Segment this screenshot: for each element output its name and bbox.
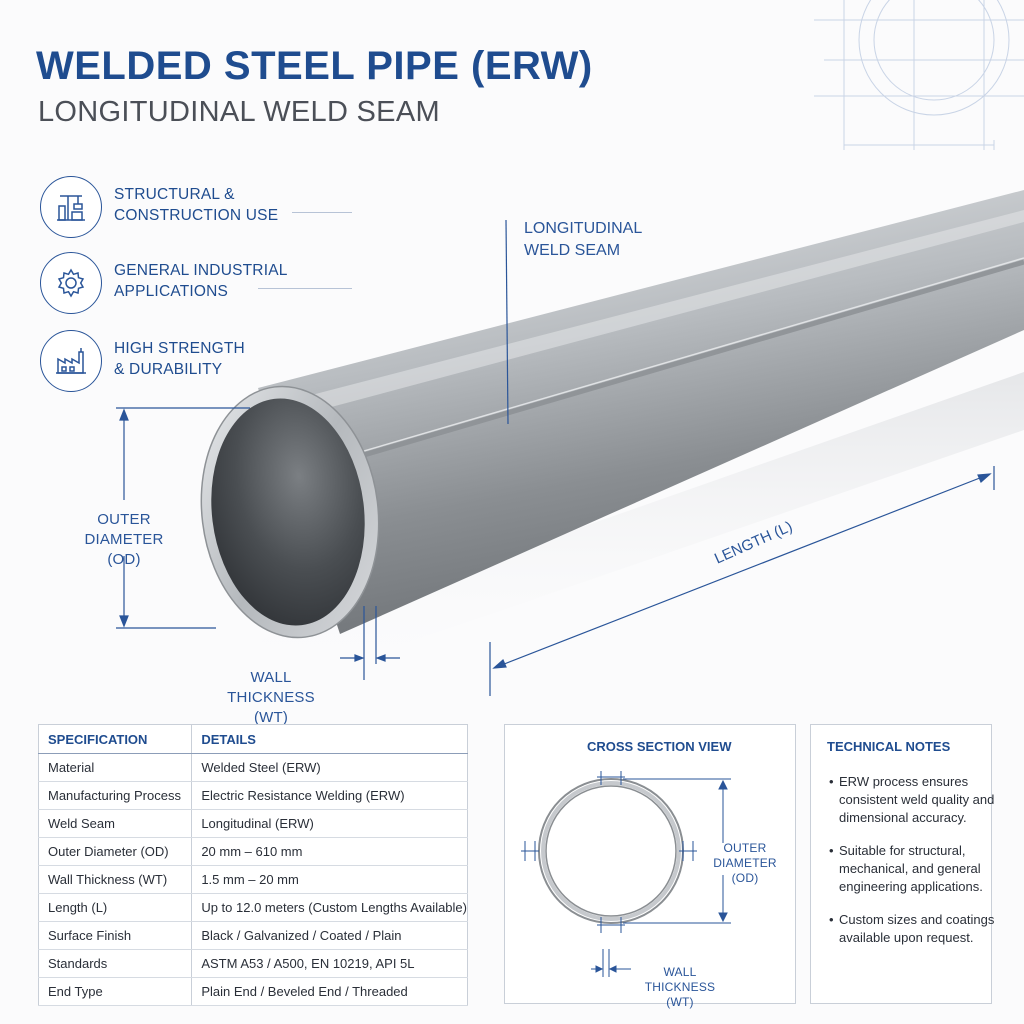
feature-strength-label: HIGH STRENGTH& DURABILITY xyxy=(114,340,245,378)
list-item: ERW process ensures consistent weld qual… xyxy=(829,773,997,827)
feature-strength: HIGH STRENGTH& DURABILITY xyxy=(40,330,340,394)
table-cell: Outer Diameter (OD) xyxy=(38,837,193,866)
table-cell: Surface Finish xyxy=(38,921,193,950)
divider xyxy=(258,288,352,289)
table-cell: Material xyxy=(38,753,193,782)
pipe-illustration xyxy=(116,190,1024,696)
gear-icon xyxy=(40,252,102,314)
table-header: DETAILS xyxy=(191,724,468,754)
table-cell: Plain End / Beveled End / Threaded xyxy=(191,977,468,1006)
table-cell: Electric Resistance Welding (ERW) xyxy=(191,781,468,810)
outer-diameter-label: OUTER DIAMETER(OD) xyxy=(84,511,164,568)
feature-structural-label: STRUCTURAL &CONSTRUCTION USE xyxy=(114,186,279,224)
table-cell: Standards xyxy=(38,949,193,978)
table-header-row: SPECIFICATION DETAILS xyxy=(38,724,468,754)
table-cell: Length (L) xyxy=(38,893,193,922)
table-cell: 20 mm – 610 mm xyxy=(191,837,468,866)
cross-section-wt-label: WALL THICKNESS(WT) xyxy=(644,965,716,1009)
technical-notes-list: ERW process ensures consistent weld qual… xyxy=(829,773,997,962)
table-cell: Longitudinal (ERW) xyxy=(191,809,468,838)
wall-thickness-label: WALL THICKNESS(WT) xyxy=(227,669,315,726)
blueprint-background xyxy=(814,0,1024,150)
list-item: Suitable for structural, mechanical, and… xyxy=(829,842,997,896)
table-cell: Welded Steel (ERW) xyxy=(191,753,468,782)
table-row: Wall Thickness (WT)1.5 mm – 20 mm xyxy=(38,865,468,894)
list-item: Custom sizes and coatings available upon… xyxy=(829,911,997,947)
table-cell: 1.5 mm – 20 mm xyxy=(191,865,468,894)
cross-section-od-label: OUTER DIAMETER(OD) xyxy=(713,841,777,885)
pipe-body xyxy=(258,190,1024,634)
cross-section-title: CROSS SECTION VIEW xyxy=(587,739,732,754)
table-header: SPECIFICATION xyxy=(38,724,193,754)
table-cell: ASTM A53 / A500, EN 10219, API 5L xyxy=(191,949,468,978)
technical-notes-title: TECHNICAL NOTES xyxy=(827,739,951,754)
table-cell: Black / Galvanized / Coated / Plain xyxy=(191,921,468,950)
feature-structural: STRUCTURAL &CONSTRUCTION USE xyxy=(40,176,352,240)
technical-notes-panel: TECHNICAL NOTES ERW process ensures cons… xyxy=(810,724,994,1004)
construction-icon xyxy=(40,176,102,238)
table-cell: End Type xyxy=(38,977,193,1006)
pipe-bore xyxy=(211,398,365,626)
divider xyxy=(292,212,352,213)
cross-section-diagram xyxy=(521,771,731,977)
cross-section-panel: CROSS SECTION VIEW OUTER DIAMETER(OD) xyxy=(504,724,796,1009)
factory-icon xyxy=(40,330,102,392)
pipe-inner-circle xyxy=(545,785,677,917)
table-row: Length (L)Up to 12.0 meters (Custom Leng… xyxy=(38,893,468,922)
table-row: Outer Diameter (OD)20 mm – 610 mm xyxy=(38,837,468,866)
table-cell: Weld Seam xyxy=(38,809,193,838)
weld-seam xyxy=(339,259,1024,465)
table-cell: Up to 12.0 meters (Custom Lengths Availa… xyxy=(191,893,468,922)
page-title: WELDED STEEL PIPE (ERW) xyxy=(36,44,593,88)
table-cell: Wall Thickness (WT) xyxy=(38,865,193,894)
page-subtitle: LONGITUDINAL WELD SEAM xyxy=(38,96,440,128)
table-cell: Manufacturing Process xyxy=(38,781,193,810)
